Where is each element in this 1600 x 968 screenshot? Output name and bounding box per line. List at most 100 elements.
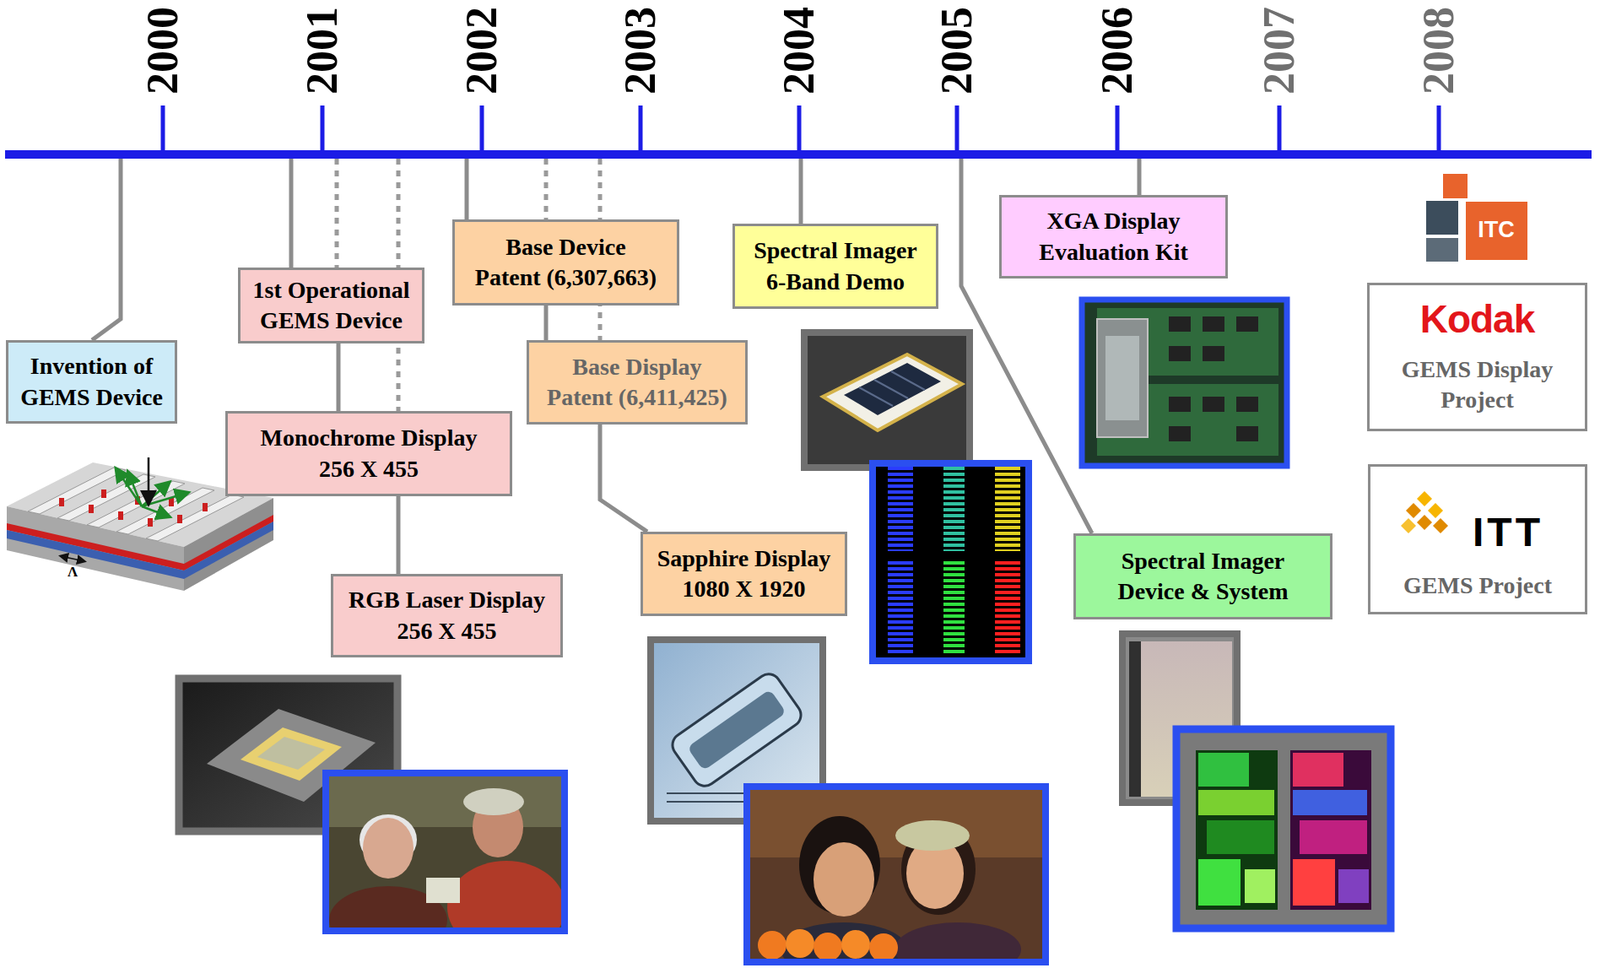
timeline-axis-part [955,105,960,152]
itt-logo-facet [1405,502,1422,519]
spectral-bars-photo-part [887,466,914,552]
xga-board-photo-part-part [1236,316,1259,332]
display-photo-part-part [463,788,525,816]
xga-board-photo [1081,299,1287,466]
milestone-box: Invention of GEMS Device [5,340,178,424]
gems-device-illustration-part [116,469,188,517]
chip-photo-part [822,354,963,431]
box-subtitle: GEMS Project [1403,570,1552,601]
milestone-box: XGA Display Evaluation Kit [999,194,1228,279]
spectral-image-photo-part [1198,789,1275,816]
box-title: Monochrome Display 256 X 455 [260,422,478,485]
display-photo [325,772,566,954]
itt-logo-facet [1416,514,1433,530]
milestone-box: Base Display Patent (6,411,425) [526,340,748,425]
spectral-image-photo-part [1198,859,1241,906]
xga-board-photo-part-part [1202,396,1225,412]
gems-device-illustration-part [59,497,65,507]
chip-photo-part [859,371,925,406]
box-title: Base Display Patent (6,411,425) [546,351,728,414]
box-title: 1st Operational GEMS Device [253,275,411,337]
spectral-image-photo-part [1338,869,1369,903]
spectral-image-photo-part [1198,752,1249,787]
milestone-box: Sapphire Display 1080 X 1920 [640,531,848,617]
spectral-bars-photo-part [994,560,1021,654]
itc-logo-text: ITC [1477,218,1515,242]
timeline-axis-part [161,105,166,152]
display-photo-part-part [447,860,562,928]
itc-logo [1426,173,1528,262]
spectral-image-photo [1176,729,1391,929]
chip-photo-part [804,332,970,468]
gems-device-illustration-part [6,523,184,571]
display-photo-part [325,772,565,931]
period-symbol: Λ [67,564,78,579]
dotted-leader-part [544,158,549,220]
milestone-box: Monochrome Display 256 X 455 [225,410,513,497]
chip-photo-part-part [859,387,893,406]
display-photo-part-part [780,922,908,959]
chip-photo-part-part [891,371,925,390]
gems-device-illustration-part [88,504,94,514]
gems-device-illustration-part-part [141,506,169,517]
display-photo-part-part [785,929,815,958]
leader-line-part [799,158,804,224]
display-photo-part-part [757,930,787,959]
xga-board-photo-part-part [1236,396,1259,412]
connector-line [336,343,341,411]
chip-photo-part [257,736,325,770]
timeline-axis-part [1437,105,1442,152]
xga-board-photo-part [1081,299,1287,466]
year-label: 2000 [140,6,185,95]
xga-board-photo-part-part [1168,426,1191,442]
spectral-image-photo-part [1244,869,1276,903]
display-photo-part-part [426,877,460,903]
display-photo-part-part [362,817,414,879]
box-title: Base Device Patent (6,307,663) [475,232,657,294]
year-label: 2001 [300,6,345,95]
milestone-box: Spectral Imager Device & System [1073,533,1333,620]
year-label: 2007 [1257,6,1302,95]
year-label: 2002 [459,6,504,95]
spectral-image-photo-part [1292,859,1336,906]
itt-logo-facet [1427,502,1444,519]
sapphire-chip-photo-part-part [667,669,806,790]
chip-photo-part-part [874,379,909,399]
leader-line-part [1137,158,1142,195]
gems-device-illustration-part [177,514,183,524]
spectral-image-photo-part [1290,750,1372,910]
xga-board-photo-part-part [1168,396,1191,412]
box-title: Kodak [1420,297,1536,341]
timeline-axis-part [480,105,485,152]
itc-logo-part [1443,173,1468,199]
connector-line [544,305,549,341]
display-photo-part-part [869,933,898,959]
dotted-leader-part [335,158,340,268]
timeline-axis-part [1115,105,1120,152]
timeline-axis-part [1277,105,1282,152]
xga-board-photo-part [1168,316,1259,442]
xga-board-photo-part-part [1236,426,1259,442]
itt-logo-facet [1432,518,1449,534]
gems-device-illustration-part [202,502,208,512]
xga-board-photo-part-part [1202,345,1225,362]
timeline-axis-part [638,105,644,152]
chip-photo-part [843,362,941,416]
sapphire-chip-photo-part [667,669,806,790]
itc-logo-part [1426,237,1459,262]
xga-board-photo-part [1105,335,1140,421]
timeline-axis-part [797,105,802,152]
milestone-box: RGB Laser Display 256 X 455 [330,573,563,658]
display-photo-part [329,776,562,928]
year-label: 2005 [935,6,979,95]
spectral-image-photo-part [1176,729,1391,929]
itt-logo-facet [1416,491,1433,507]
display-photo-part-part [841,929,871,959]
display-photo-part-part [894,922,1022,959]
spectral-bars-photo [872,463,1029,661]
leader-line-part [289,158,294,268]
box-title: Spectral Imager Device & System [1117,545,1288,608]
xga-board-photo-part [1081,299,1287,466]
